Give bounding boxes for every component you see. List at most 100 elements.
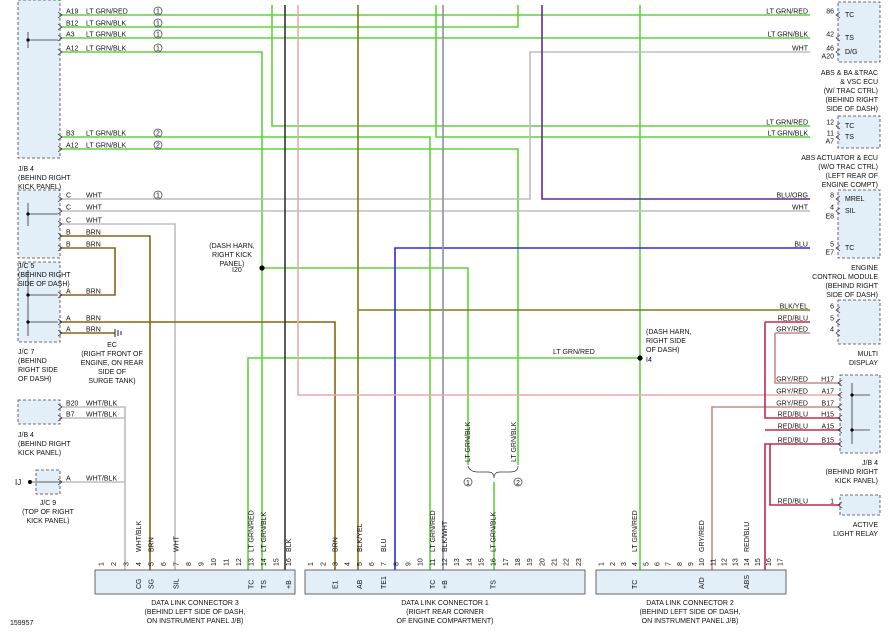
abs-vsc-l1: ABS & BA &TRAC xyxy=(821,70,878,77)
right-wire-label: GRY/RED xyxy=(776,401,808,408)
splice-i20-dot xyxy=(259,265,265,271)
right-term-label: TC xyxy=(845,12,854,19)
right-wire-label: GRY/RED xyxy=(776,327,808,334)
left-wire-label: LT GRN/BLK xyxy=(86,21,127,28)
dlc-wire-label: RED/BLU xyxy=(744,522,751,552)
ecm-box xyxy=(837,189,881,259)
dlc-wire-label: LT GRN/RED xyxy=(632,510,639,552)
right-wire-label: RED/BLU xyxy=(778,316,808,323)
right-pin-label: 6 xyxy=(830,304,834,311)
left-wire-label: BRN xyxy=(86,289,101,296)
left-pin-label: A xyxy=(66,476,71,483)
dlc-pin-number: 16 xyxy=(766,558,773,566)
right-pin-label: 42 xyxy=(826,32,834,39)
left-circle-marker xyxy=(153,128,163,138)
svg-text:LT GRN/RED: LT GRN/RED xyxy=(553,349,595,356)
dlc-wire-label: LT GRN/BLK xyxy=(491,511,498,552)
right-pin-label: 12 xyxy=(826,120,834,127)
active-light-relay-box xyxy=(839,494,881,516)
dlc-terminal-label: TS xyxy=(261,580,268,589)
multi-display-l1: MULTI xyxy=(858,351,879,358)
dlc-pin-number: 4 xyxy=(136,562,143,566)
right-wire-label: LT GRN/RED xyxy=(766,120,808,127)
left-circle-number: 1 xyxy=(156,21,160,28)
right-pin-label: 11 xyxy=(827,131,834,138)
dlc-pin-number: 23 xyxy=(576,558,583,566)
right-term-label: SIL xyxy=(845,208,856,215)
dlc-pin-number: 2 xyxy=(111,562,118,566)
dlc-pin-number: 1 xyxy=(308,562,315,566)
wire-lt-grn-blk-a12 xyxy=(60,51,263,575)
dlc-wire-label: LT GRN/BLK xyxy=(261,511,268,552)
dlc-pin-number: 10 xyxy=(699,558,706,566)
svg-text:2: 2 xyxy=(516,480,520,487)
dlc-pin-number: 9 xyxy=(198,562,205,566)
left-wire-label: WHT xyxy=(86,193,103,200)
jb4-mid-box xyxy=(17,399,61,425)
dlc-terminal-label: TC xyxy=(430,580,437,589)
dlc-pin-number: 18 xyxy=(515,558,522,566)
dlc-wire-label: WHT xyxy=(173,535,180,552)
lt-grn-blk-1-label: LT GRN/BLK xyxy=(465,421,472,462)
left-pin-label: C xyxy=(66,193,71,200)
svg-text:ABS ACTUATOR & ECU(W/O TRAC CT: ABS ACTUATOR & ECU(W/O TRAC CTRL)(LEFT R… xyxy=(801,155,878,189)
dlc-pin-number: 8 xyxy=(677,562,684,566)
left-circle-number: 2 xyxy=(156,131,160,138)
right-wire-label: LT GRN/RED xyxy=(766,9,808,16)
dlc-pin-number: 13 xyxy=(248,558,255,566)
dlc-pin-number: 22 xyxy=(564,558,571,566)
right-pin-label: B15 xyxy=(822,438,835,445)
dlc-pin-number: 11 xyxy=(223,559,230,566)
right-wire-label: RED/BLU xyxy=(778,412,808,419)
right-pin-label: 8 xyxy=(830,193,834,200)
left-pin-label: B3 xyxy=(66,131,75,138)
dlc-pin-number: 5 xyxy=(357,562,364,566)
left-wire-label: LT GRN/BLK xyxy=(86,131,127,138)
right-pin-label: 86 xyxy=(826,9,834,16)
dlc-pin-number: 17 xyxy=(503,558,510,566)
left-circle-number: 1 xyxy=(156,193,160,200)
svg-text:DATA LINK CONNECTOR 3(BEHIND L: DATA LINK CONNECTOR 3(BEHIND LEFT SIDE O… xyxy=(145,600,246,625)
right-components xyxy=(835,1,881,516)
right-pin-label: B17 xyxy=(822,401,835,408)
right-term-label: MREL xyxy=(845,196,865,203)
dlc-pin-number: 12 xyxy=(722,558,729,566)
left-wire-label: WHT/BLK xyxy=(86,401,117,408)
dlc3-l1: DATA LINK CONNECTOR 3 xyxy=(151,600,239,607)
left-circle-number: 1 xyxy=(156,46,160,53)
left-pin-label: B12 xyxy=(66,21,79,28)
dlc-pin-number: 8 xyxy=(393,562,400,566)
jb4-mid-l1: J/B 4 xyxy=(18,432,34,439)
dlc3-box xyxy=(94,569,296,595)
right-wire-label: RED/BLU xyxy=(778,438,808,445)
left-circle-marker xyxy=(153,190,163,200)
right-pin-label: 46 xyxy=(826,46,834,53)
svg-text:DATA LINK CONNECTOR 1(RIGHT RE: DATA LINK CONNECTOR 1(RIGHT REAR CORNERO… xyxy=(397,600,494,625)
dlc-pin-number: 14 xyxy=(744,558,751,566)
dlc-pin-number: 14 xyxy=(261,558,268,566)
dlc-pin-number: 2 xyxy=(610,562,617,566)
dlc-wire-label: BLK/YEL xyxy=(357,523,364,552)
right-pin-label: 4 xyxy=(830,327,834,334)
dlc2-l1: DATA LINK CONNECTOR 2 xyxy=(646,600,734,607)
dlc-pin-number: 10 xyxy=(211,558,218,566)
left-circle-marker xyxy=(153,43,163,53)
left-wire-label: WHT/BLK xyxy=(86,412,117,419)
left-circle-marker xyxy=(153,140,163,150)
dlc-wire-label: LT GRN/RED xyxy=(248,510,255,552)
wire-brn-b1 xyxy=(60,235,151,575)
dlc-terminal-label: AB xyxy=(357,579,364,589)
left-wire-label: BRN xyxy=(86,316,101,323)
dash-harn-left-l1: (DASH HARN, xyxy=(209,243,255,250)
right-wire-label: GRY/RED xyxy=(776,377,808,384)
dlc-pin-number: 7 xyxy=(381,562,388,566)
jb4-right-box xyxy=(839,374,881,454)
